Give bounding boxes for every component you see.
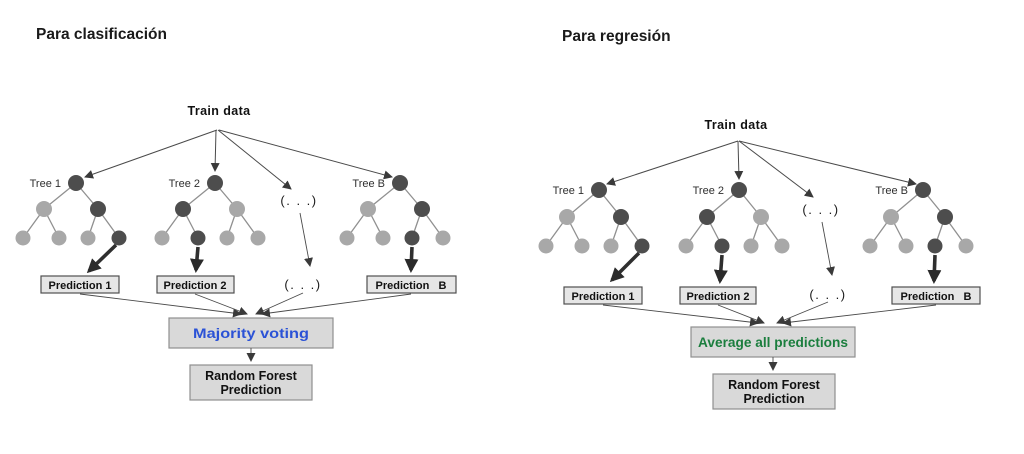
tree-2: Tree 2 (154, 175, 266, 246)
aggregator-label: Majority voting (193, 326, 309, 341)
prediction-label: Prediction 1 (572, 291, 635, 303)
tree-node (574, 238, 590, 254)
ellipsis-mid: (. . .) (802, 202, 839, 217)
tree-node (731, 182, 747, 198)
tree-node (678, 238, 694, 254)
prediction-label: Prediction B (376, 280, 447, 292)
ellipsis-bottom: (. . .) (284, 277, 321, 292)
tree-node (613, 209, 629, 225)
ellipsis-arrow (821, 221, 835, 276)
tree-node (219, 230, 235, 246)
train-data-label: Train data (187, 104, 251, 118)
prediction-box-1: Prediction 1 (40, 275, 120, 294)
tree-node (743, 238, 759, 254)
tree-b: Tree B (862, 182, 974, 254)
tree-node (15, 230, 31, 246)
tree-label: Tree B (352, 178, 385, 190)
tree-node (538, 238, 554, 254)
tree-node (774, 238, 790, 254)
tree-node (339, 230, 355, 246)
prediction-box-b: Prediction B (891, 286, 981, 305)
tree-node (927, 238, 943, 254)
tree-node (958, 238, 974, 254)
train-fan-arrows (606, 140, 917, 198)
tree-node (229, 201, 245, 217)
tree-node (898, 238, 914, 254)
ellipsis-mid: (. . .) (280, 193, 317, 208)
tree-node (915, 182, 931, 198)
tree-2: Tree 2 (678, 182, 790, 254)
final-label-line2: Prediction (743, 392, 804, 406)
ellipsis-bottom: (. . .) (809, 287, 846, 302)
aggregator-box: Majority voting (168, 317, 334, 349)
tree-node (414, 201, 430, 217)
tree-node (603, 238, 619, 254)
train-data-label: Train data (704, 118, 768, 132)
tree-node (36, 201, 52, 217)
converge-arrows (79, 292, 412, 318)
tree-label: Tree 2 (693, 185, 724, 197)
final-label-line2: Prediction (220, 383, 281, 397)
tree-node (753, 209, 769, 225)
converge-arrows (602, 301, 937, 327)
tree-node (51, 230, 67, 246)
tree-node (80, 230, 96, 246)
tree-node (360, 201, 376, 217)
tree-node (154, 230, 170, 246)
tree-node (634, 238, 650, 254)
tree-node (175, 201, 191, 217)
final-box: Random Forest Prediction (189, 364, 313, 401)
aggregator-box: Average all predictions (690, 326, 856, 358)
final-box: Random Forest Prediction (712, 373, 836, 410)
tree-node (111, 230, 127, 246)
tree-node (714, 238, 730, 254)
tree-1: Tree 1 (15, 175, 127, 246)
prediction-box-1: Prediction 1 (563, 286, 643, 305)
tree-b: Tree B (339, 175, 451, 246)
prediction-label: Prediction 2 (687, 291, 750, 303)
tree-node (68, 175, 84, 191)
tree-node (559, 209, 575, 225)
tree-node (937, 209, 953, 225)
prediction-box-b: Prediction B (366, 275, 457, 294)
panel-title: Para regresión (562, 28, 671, 45)
prediction-arrows (609, 251, 942, 284)
ellipsis-arrow (299, 212, 313, 267)
regression-diagram: Para regresión Train data Tree 1 (538, 28, 981, 410)
tree-node (435, 230, 451, 246)
final-label-line1: Random Forest (205, 369, 298, 383)
tree-node (190, 230, 206, 246)
tree-label: Tree 2 (169, 178, 200, 190)
final-label-line1: Random Forest (728, 378, 821, 392)
tree-label: Tree B (875, 185, 908, 197)
tree-label: Tree 1 (553, 185, 584, 197)
prediction-box-2: Prediction 2 (156, 275, 235, 294)
tree-1: Tree 1 (538, 182, 650, 254)
train-fan-arrows (84, 129, 393, 190)
tree-node (90, 201, 106, 217)
prediction-box-2: Prediction 2 (679, 286, 757, 305)
tree-node (250, 230, 266, 246)
tree-node (883, 209, 899, 225)
tree-node (591, 182, 607, 198)
prediction-label: Prediction 2 (164, 280, 227, 292)
tree-node (404, 230, 420, 246)
tree-node (207, 175, 223, 191)
tree-label: Tree 1 (30, 178, 61, 190)
tree-node (392, 175, 408, 191)
prediction-label: Prediction 1 (49, 280, 112, 292)
tree-node (862, 238, 878, 254)
aggregator-label: Average all predictions (698, 335, 848, 350)
prediction-label: Prediction B (901, 291, 972, 303)
tree-node (699, 209, 715, 225)
tree-node (375, 230, 391, 246)
classification-diagram: Para clasificación Train data Tree 1 (15, 26, 457, 401)
panel-title: Para clasificación (36, 26, 167, 43)
prediction-arrows (86, 243, 419, 274)
